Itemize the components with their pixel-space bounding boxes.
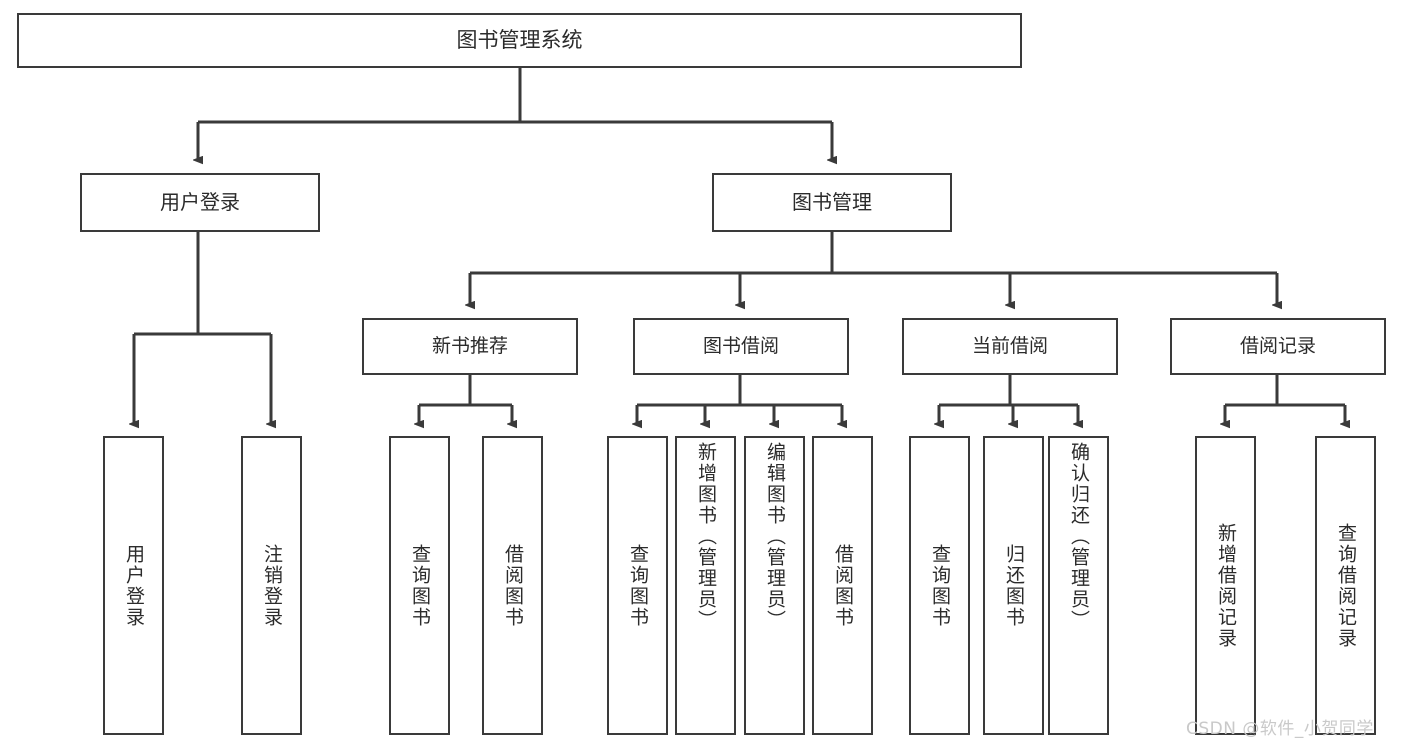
leaf-add-book-admin-label: 新增图书（管理员） (695, 442, 717, 631)
leaf-edit-book-admin[interactable]: 编辑图书（管理员） (744, 436, 805, 735)
leaf-query-borrow-record[interactable]: 查询借阅记录 (1315, 436, 1376, 735)
node-new-book-recommend[interactable]: 新书推荐 (362, 318, 578, 375)
node-user-login[interactable]: 用户登录 (80, 173, 320, 232)
leaf-edit-book-admin-label: 编辑图书（管理员） (764, 442, 786, 631)
leaf-add-borrow-record-label: 新增借阅记录 (1215, 522, 1237, 649)
leaf-user-login[interactable]: 用户登录 (103, 436, 164, 735)
node-new-book-recommend-label: 新书推荐 (431, 334, 508, 357)
node-current-borrow-label: 当前借阅 (971, 334, 1048, 357)
leaf-query-borrow-record-label: 查询借阅记录 (1335, 522, 1357, 649)
node-book-management-label: 图书管理 (792, 190, 872, 215)
leaf-user-login-label: 用户登录 (123, 543, 145, 628)
leaf-query-book-current-label: 查询图书 (929, 543, 951, 628)
leaf-borrow-book-recommend[interactable]: 借阅图书 (482, 436, 543, 735)
node-root-label: 图书管理系统 (456, 27, 583, 52)
leaf-query-book-borrow[interactable]: 查询图书 (607, 436, 668, 735)
leaf-return-book-label: 归还图书 (1003, 543, 1025, 628)
leaf-add-borrow-record[interactable]: 新增借阅记录 (1195, 436, 1256, 735)
leaf-borrow-book-recommend-label: 借阅图书 (502, 543, 524, 628)
leaf-borrow-book[interactable]: 借阅图书 (812, 436, 873, 735)
leaf-borrow-book-label: 借阅图书 (832, 543, 854, 628)
leaf-logout-label: 注销登录 (261, 543, 283, 628)
leaf-query-book-recommend-label: 查询图书 (409, 543, 431, 628)
node-book-borrow[interactable]: 图书借阅 (633, 318, 849, 375)
node-borrow-records-label: 借阅记录 (1239, 334, 1316, 357)
leaf-logout[interactable]: 注销登录 (241, 436, 302, 735)
node-book-borrow-label: 图书借阅 (702, 334, 779, 357)
node-borrow-records[interactable]: 借阅记录 (1170, 318, 1386, 375)
leaf-query-book-borrow-label: 查询图书 (627, 543, 649, 628)
leaf-add-book-admin[interactable]: 新增图书（管理员） (675, 436, 736, 735)
leaf-query-book-current[interactable]: 查询图书 (909, 436, 970, 735)
leaf-confirm-return-admin-label: 确认归还（管理员） (1068, 442, 1090, 631)
leaf-query-book-recommend[interactable]: 查询图书 (389, 436, 450, 735)
csdn-watermark: CSDN @软件_小贺同学 (1186, 719, 1374, 739)
node-current-borrow[interactable]: 当前借阅 (902, 318, 1118, 375)
node-root[interactable]: 图书管理系统 (17, 13, 1022, 68)
leaf-confirm-return-admin[interactable]: 确认归还（管理员） (1048, 436, 1109, 735)
node-user-login-label: 用户登录 (160, 190, 240, 215)
leaf-return-book[interactable]: 归还图书 (983, 436, 1044, 735)
node-book-management[interactable]: 图书管理 (712, 173, 952, 232)
